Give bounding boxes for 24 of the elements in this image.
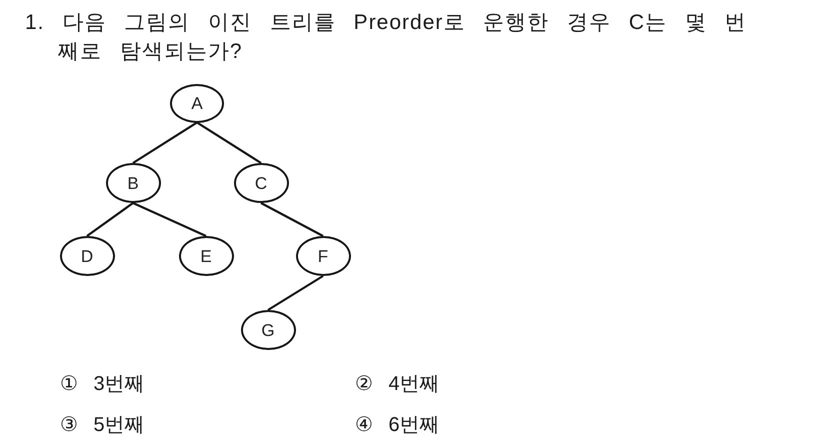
- answer-option: ① 3번째: [60, 372, 145, 396]
- ellipse-node: [106, 163, 160, 203]
- node-letter: E: [200, 248, 212, 264]
- tree-edge-line: [267, 275, 324, 311]
- ellipse-node: [60, 236, 114, 276]
- answer-option: ② 4번째: [355, 372, 440, 396]
- ellipse-node: [234, 163, 288, 203]
- node-letter: A: [191, 94, 203, 112]
- ellipse-node: [240, 310, 296, 350]
- node-letter: C: [254, 174, 268, 192]
- ellipse-node: [178, 236, 234, 276]
- answer-option: ③ 5번째: [60, 413, 145, 437]
- node-letter: G: [261, 322, 275, 338]
- node-letter: B: [127, 174, 139, 192]
- tree-edge-line: [132, 122, 198, 164]
- node-letter: F: [318, 248, 328, 264]
- question-text: 1. 다음 그림의 이진 트리를 Preorder로 운행한 경우 C는 몇 번째로 탐색되는가?: [25, 10, 748, 65]
- answer-option: ④ 6번째: [355, 413, 440, 437]
- node-letter: D: [80, 248, 94, 264]
- tree-edge-line: [260, 202, 324, 237]
- tree-edge-line: [132, 202, 206, 237]
- tree-edge-line: [196, 122, 262, 164]
- tree-edge-line: [86, 202, 134, 237]
- ellipse-node: [296, 236, 350, 276]
